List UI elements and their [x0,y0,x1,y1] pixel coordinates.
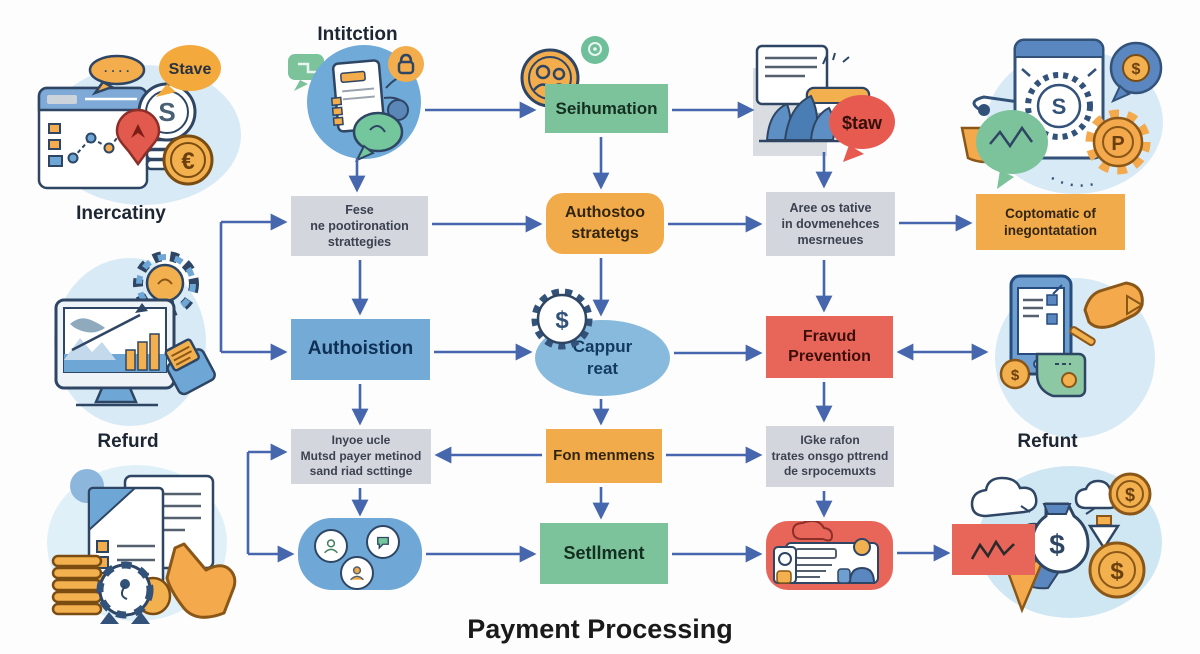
box-text-line: de srpocemuxts [783,464,877,479]
box-text-line: Inyoe ucle [331,433,391,448]
chat-avatar-icon [366,525,400,559]
gauge-meter-icon [96,561,172,624]
box-text-line: ne pootironation [310,219,409,233]
box-text-line: Aree os tative [789,201,872,215]
flow-box-aree: Aree os tative in dovmenehces mesrneues [766,192,895,256]
svg-text:$taw: $taw [842,113,883,133]
box-label: Setllment [563,542,645,563]
refunt-phone-illustration: $ [995,274,1155,438]
box-text-line: IGke rafon [800,433,860,448]
documents-hand-illustration [47,465,237,624]
diagram-title: Payment Processing [467,614,733,644]
stave-badge: Stave [156,45,221,97]
dollar-bubble-icon: $ [1109,41,1163,103]
flow-box-igke: IGke rafon trates onsgo pttrend de srpoc… [766,426,894,487]
user-avatar-icon [314,529,348,563]
svg-text:$: $ [1011,367,1020,384]
flow-box-authoistion: Authoistion [291,319,430,380]
refurd-monitor-illustration [54,251,216,426]
monitor-analytics-icon [54,298,176,407]
box-text-line: Fese [345,203,374,217]
speech-bubble-icon [352,111,404,163]
svg-text:$: $ [1049,529,1065,560]
flow-box-fravud: Fravud Prevention [766,316,893,378]
box-text-line: mesrneues [797,233,864,247]
label-refurd: Refurd [97,431,159,452]
wallet-icon [1035,352,1087,398]
users-group-node [298,518,422,590]
svg-text:P: P [1111,133,1124,155]
dollar-coin-icon: $ [999,358,1037,390]
box-label: Fon menmens [553,447,655,465]
staw-illustration: $taw [753,44,895,162]
staw-badge: $taw [829,95,895,162]
box-text-line: in dovmenehces [781,217,880,231]
box-text-line: Coptomatic of [1005,205,1096,221]
hand-pointer-icon [1083,281,1144,329]
euro-coin-icon: € [162,134,214,186]
coins-stack-icon [51,554,103,616]
chat-dots-icon: · · · · [88,54,146,96]
box-text-line: Mutsd payer metinod [300,448,422,463]
box-text-line: trates onsgo pttrend [771,448,889,463]
flow-box-fon-menmens: Fon menmens [546,429,662,483]
box-text-line: inegontatation [1004,223,1097,238]
price-pin-icon [115,108,161,167]
svg-text:$: $ [1132,61,1141,78]
label-intitction: Intitction [317,24,398,45]
box-text-line: reat [586,359,619,378]
box-text-line: Authostoo [565,204,645,222]
box-text-line: Fravud [802,327,857,345]
small-bag-icon [1087,515,1121,551]
zigzag-chart-node [952,524,1035,575]
box-text-line: stratetgs [571,224,639,242]
lock-badge-icon [388,46,424,82]
cloud-icon [791,521,834,542]
svg-text:· · · ·: · · · · [104,64,130,78]
merchant-card-icon [773,521,879,584]
flow-box-setllment: Setllment [540,523,668,584]
stylus-icon [1069,326,1096,347]
checklist-phone-icon [1009,274,1073,376]
box-text-line: sand riad scttinge [309,464,413,479]
coin-icon: $ [1108,472,1152,516]
svg-text:$: $ [555,307,569,334]
svg-text:$: $ [1125,485,1135,505]
zigzag-chart-icon [970,539,1015,560]
box-text-line: Prevention [788,348,871,365]
svg-text:S: S [1052,94,1067,119]
user-avatar-icon [340,556,374,590]
chat-trend-icon [976,110,1048,189]
svg-text:S: S [158,97,175,127]
sparkles-icon [822,52,850,65]
clouds-icon [970,476,1122,518]
coin-icon: $ [1088,541,1146,599]
gear-p-icon: P [1085,109,1151,175]
merchant-card-node [766,521,893,590]
box-label: Seihumation [555,98,658,118]
flow-box-authostoo: Authostoo stratetgs [546,193,664,254]
box-text-line: strattegies [327,235,392,249]
box-label: Authoistion [307,338,414,360]
label-refunt: Refunt [1017,431,1078,452]
inercatiny-illustration: · · · · S € Stave [37,45,241,205]
svg-text:$: $ [1110,558,1124,585]
intitction-illustration [288,45,424,163]
svg-text:Stave: Stave [169,61,212,78]
pointing-hand-icon [165,542,237,619]
label-inercatiny: Inercatiny [76,203,166,224]
box-text-line: Cappur [572,337,633,357]
card-reader-icon [164,338,216,396]
mobile-payment-illustration: S $ P [960,38,1163,194]
mountains-icon [759,94,841,143]
dollar-coin-badge-icon: $ [531,288,593,350]
flow-box-seihumation: Seihumation [545,84,668,133]
flow-box-fese: Fese ne pootironation strattegies [291,196,428,256]
svg-text:€: € [181,148,194,175]
flow-box-inyoe: Inyoe ucle Mutsd payer metinod sand riad… [291,429,431,484]
flow-box-coptomatic: Coptomatic of inegontatation [976,194,1125,250]
browser-analytics-icon [37,86,149,190]
secure-badge-icon [581,36,609,64]
